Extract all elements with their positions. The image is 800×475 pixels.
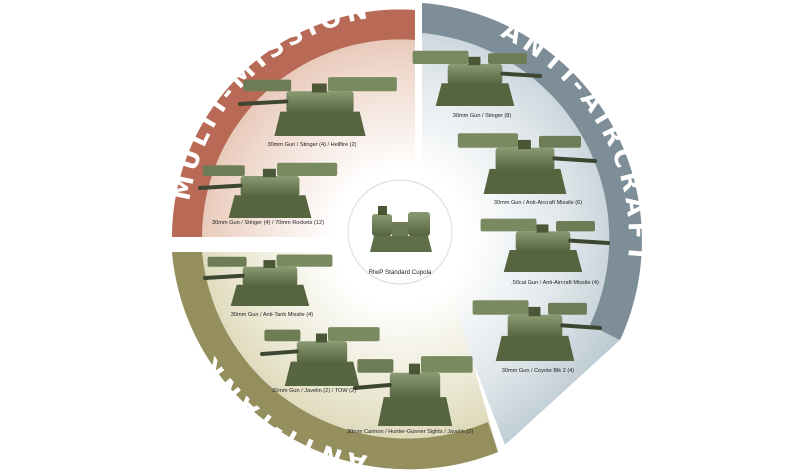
- anti-aircraft-band: [422, 3, 642, 340]
- center-caption: RIwP Standard Cupola: [369, 269, 432, 276]
- caption-aa-2: 30mm Gun / Anti-Aircraft Missile (6): [494, 200, 582, 206]
- caption-at-2: 30mm Gun / Javelin (2) / TOW (2): [272, 388, 356, 394]
- turret-at-3: [353, 356, 473, 426]
- caption-at-3: 30mm Cannon / Hunter-Gunner Sights / Jav…: [347, 429, 473, 435]
- turret-mm-1: [238, 77, 397, 136]
- turret-aa-4: [472, 300, 602, 361]
- caption-mm-1: 30mm Gun / Stinger (4) / Hellfire (2): [268, 142, 357, 148]
- turret-aa-3: [480, 218, 610, 272]
- turret-aa-1: [412, 50, 542, 106]
- caption-aa-4: 30mm Gun / Coyote Blk 2 (4): [502, 368, 575, 374]
- caption-aa-3: .50cal Gun / Anti-Aircraft Missile (4): [511, 280, 599, 286]
- caption-mm-2: 30mm Gun / Stinger (4) / 70mm Rockets (1…: [212, 220, 324, 226]
- turret-illustrations: [198, 50, 610, 426]
- turret-at-1: [203, 254, 333, 306]
- turret-aa-2: [457, 133, 597, 194]
- turret-mm-2: [198, 162, 338, 218]
- caption-aa-1: 30mm Gun / Stinger (8): [453, 113, 512, 119]
- anti-tank-band: [172, 252, 498, 470]
- standard-cupola-image: [370, 206, 432, 252]
- caption-at-1: 30mm Gun / Anti-Tank Missile (4): [231, 312, 314, 318]
- multi-mission-band: [172, 9, 415, 238]
- turret-at-2: [260, 327, 380, 386]
